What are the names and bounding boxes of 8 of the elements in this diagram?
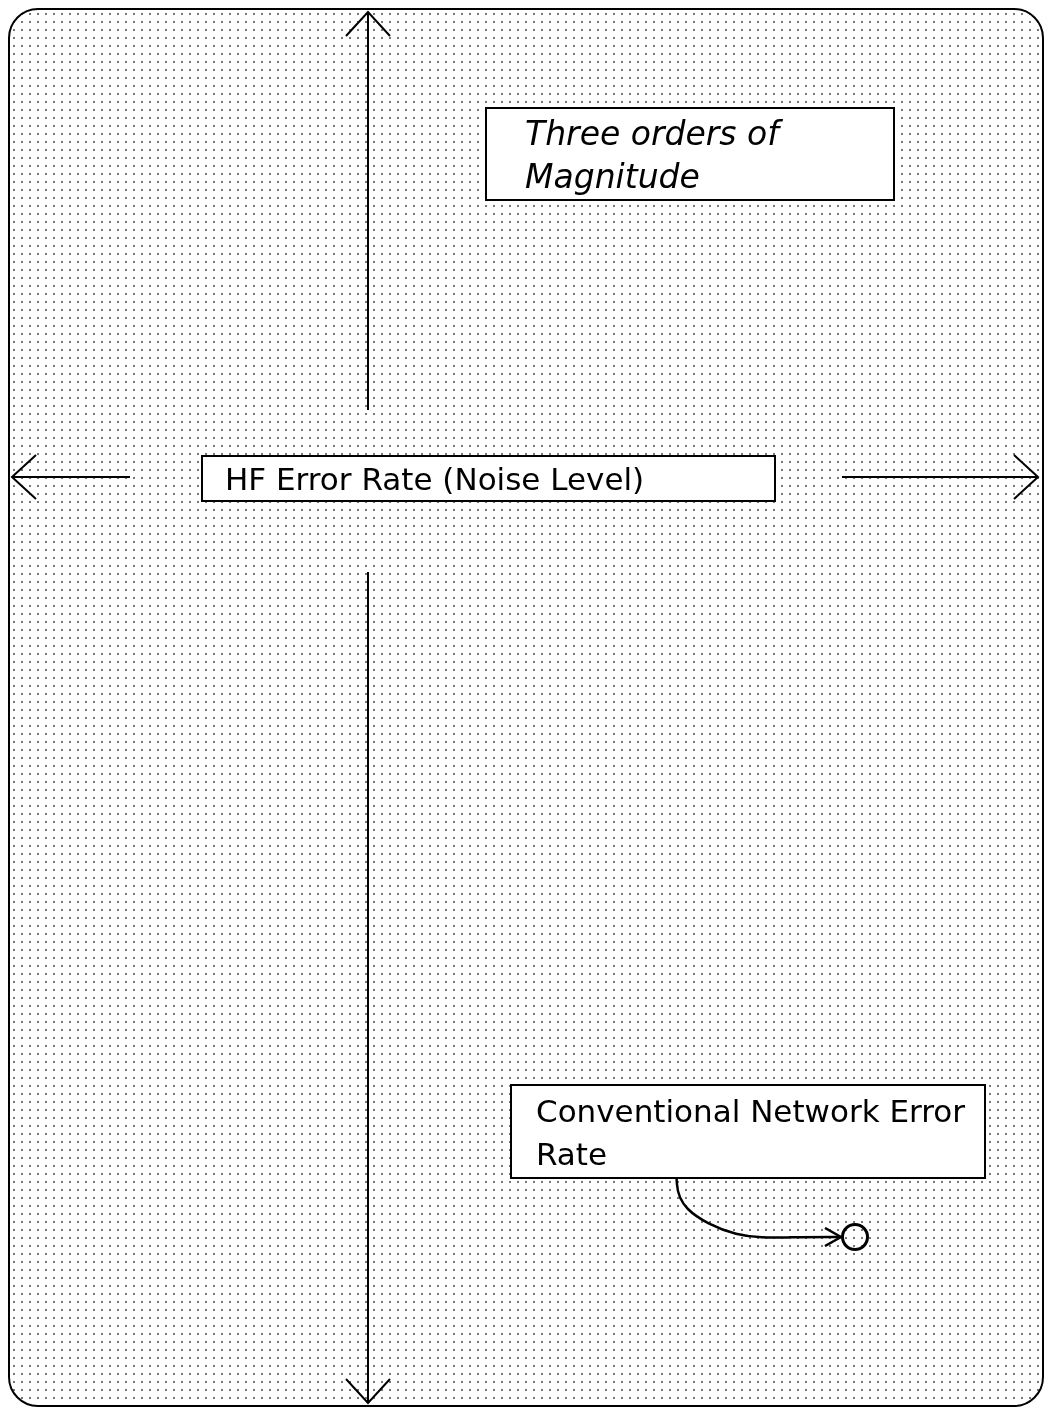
- label-box: [485, 107, 895, 201]
- curved-arrow: [675, 1178, 843, 1248]
- box-text: Conventional Network Error Rate: [536, 1092, 967, 1175]
- box-text: Three orders of Magnitude: [525, 113, 879, 199]
- label-box: [201, 455, 776, 502]
- label-box: [510, 1084, 986, 1179]
- box-text: HF Error Rate (Noise Level): [225, 460, 646, 499]
- circle-marker: [841, 1223, 869, 1251]
